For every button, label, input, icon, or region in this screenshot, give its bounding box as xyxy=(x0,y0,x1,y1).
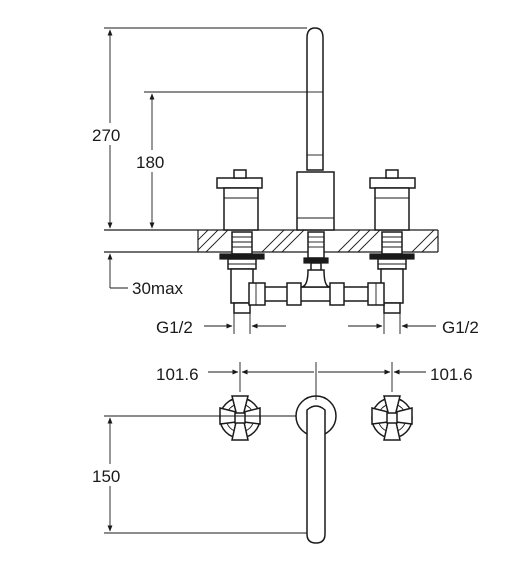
dimension-spacing: 101.6 101.6 xyxy=(156,362,473,392)
dimension-30max: 30max xyxy=(107,253,184,298)
dim-spout-reach: 150 xyxy=(92,467,120,486)
dim-spout-height: 180 xyxy=(136,153,164,172)
dim-thread-left: G1/2 xyxy=(156,318,193,337)
left-valve xyxy=(216,169,265,314)
dim-spacing-right: 101.6 xyxy=(430,365,473,384)
right-cross-handle-plan xyxy=(371,395,413,441)
thread-left-callout: G1/2 xyxy=(156,313,286,337)
dim-total-height: 270 xyxy=(92,126,120,145)
dimension-180: 180 xyxy=(136,91,307,229)
right-valve xyxy=(369,169,416,314)
spout-plan xyxy=(295,392,337,544)
deck-hatching xyxy=(198,230,438,252)
dimension-270: 270 xyxy=(92,27,307,229)
side-elevation-view: 270 180 30max G1/2 xyxy=(92,27,479,337)
connecting-hose xyxy=(248,269,385,306)
spout xyxy=(296,27,335,286)
dim-spacing-left: 101.6 xyxy=(156,365,199,384)
dim-thread-right: G1/2 xyxy=(442,318,479,337)
dim-max-deck: 30max xyxy=(132,279,184,298)
left-cross-handle-plan xyxy=(219,395,261,441)
dimension-150: 150 xyxy=(92,415,307,534)
plan-view: 101.6 101.6 150 xyxy=(92,362,473,544)
thread-right-callout: G1/2 xyxy=(348,313,479,337)
